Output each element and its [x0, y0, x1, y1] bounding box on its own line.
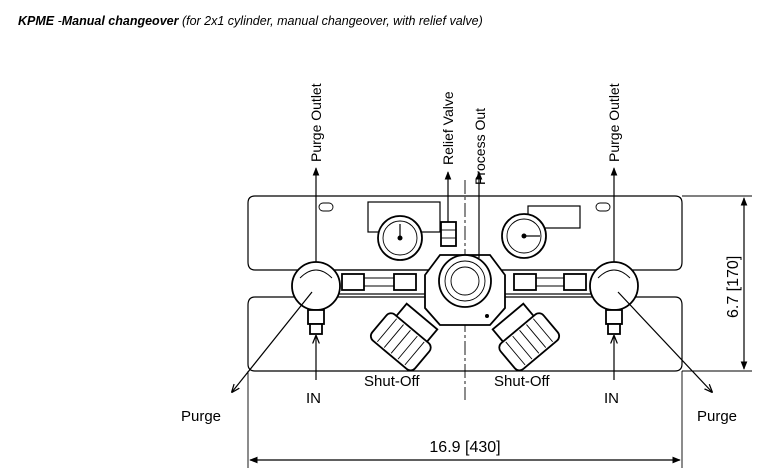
dimension-height: 6.7 [170] — [725, 197, 748, 370]
pressure-gauge-right — [501, 205, 581, 259]
dimension-width: 16.9 [430] — [249, 439, 681, 464]
height-dimension-label: 6.7 [170] — [725, 256, 742, 318]
extension-lines — [247, 195, 752, 468]
panel-upper-plate — [247, 195, 683, 271]
label-process-out: Process Out — [472, 108, 488, 185]
panel-lower-plate — [247, 296, 683, 372]
pipe-left — [329, 269, 431, 295]
regulator-right — [589, 261, 639, 335]
shutoff-valve-right — [491, 302, 561, 372]
width-dimension-label: 16.9 [430] — [429, 439, 500, 456]
relief-valve — [440, 221, 457, 247]
label-in-right: IN — [604, 390, 619, 407]
model-name: Manual changeover — [61, 14, 179, 28]
label-purge-right: Purge — [697, 408, 737, 425]
label-shutoff-right: Shut-Off — [494, 373, 550, 390]
model-code: KPME — [18, 14, 55, 28]
label-purge-outlet-right: Purge Outlet — [606, 83, 622, 162]
label-relief-valve: Relief Valve — [440, 91, 456, 165]
pipe-right — [499, 269, 601, 295]
regulator-left — [291, 261, 341, 335]
shutoff-valve-left — [369, 302, 439, 372]
drawing-title: KPME -Manual changeover (for 2x1 cylinde… — [18, 14, 483, 28]
title-separator: - — [54, 14, 62, 28]
label-shutoff-left: Shut-Off — [364, 373, 420, 390]
label-purge-outlet-left: Purge Outlet — [308, 83, 324, 162]
flow-arrows — [232, 167, 712, 392]
central-manifold — [424, 254, 506, 326]
label-in-left: IN — [306, 390, 321, 407]
model-description: (for 2x1 cylinder, manual changeover, wi… — [178, 14, 483, 28]
pressure-gauge-left — [367, 201, 441, 261]
label-purge-left: Purge — [181, 408, 221, 425]
